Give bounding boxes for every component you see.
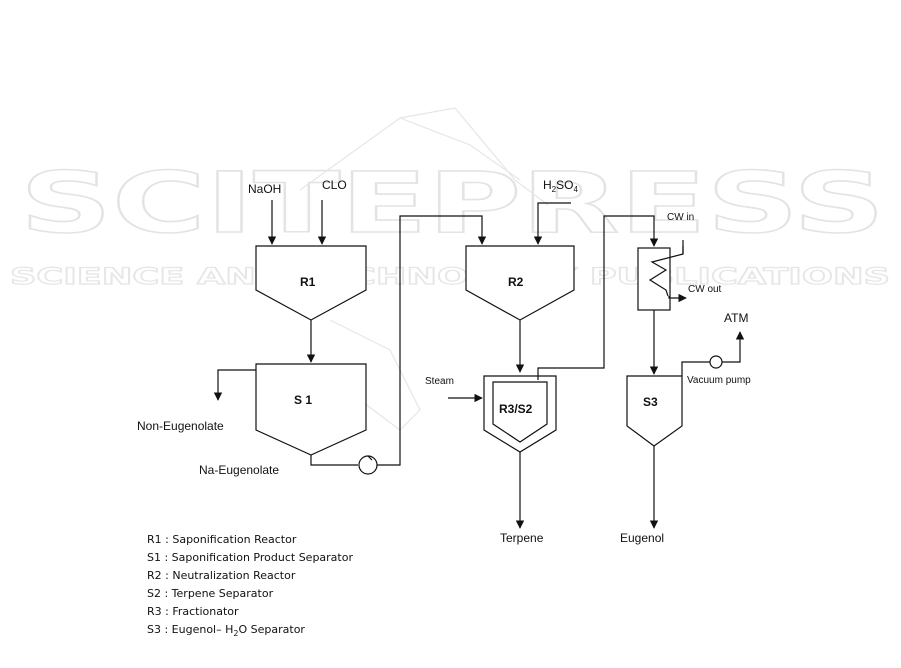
h2so4-feed-line [533,202,571,245]
vacuum-pump-label: Vacuum pump [687,375,751,386]
atm-label: ATM [724,311,748,325]
cw-out-line [668,293,687,303]
vessel-r1 [255,245,367,321]
watermark-book-spine [399,117,521,181]
cw-in-label: CW in [667,212,694,223]
vessel-r3s2 [492,381,548,443]
legend-item-r2: R2 : Neutralization Reactor [147,569,296,582]
naoh-label: NaOH [248,182,281,196]
non-eugenolate-label: Non-Eugenolate [137,419,224,433]
vessel-r3s2-label: R3/S2 [499,402,533,416]
watermark-book-outline [299,107,549,206]
vacuum-pump [709,355,723,369]
watermark: SCITEPRESS SCIENCE AND TECHNOLOGY PUBLIC… [9,107,891,431]
vacuum-to-atm-line [722,331,745,363]
legend-item-r1: R1 : Saponification Reactor [147,533,297,546]
legend-item-s3: S3 : Eugenol– H2O Separator [147,623,305,638]
transfer-pump [358,455,378,475]
cw-out-label: CW out [688,284,722,295]
vessel-s1-label: S 1 [294,393,312,407]
non-eugenolate-line [213,369,256,401]
legend-item-s1: S1 : Saponification Product Separator [147,551,353,564]
legend-item-s2: S2 : Terpene Separator [147,587,274,600]
terpene-label: Terpene [500,531,544,545]
steam-label: Steam [425,376,454,387]
vessel-r2-label: R2 [508,275,524,289]
s1-to-pump-line [310,455,358,466]
vessel-s3 [626,375,683,447]
legend-item-r3: R3 : Fractionator [147,605,239,618]
s3-to-vacuum-line [681,361,710,376]
watermark-sub-text: SCIENCE AND TECHNOLOGY PUBLICATIONS [10,265,890,290]
transfer-pump-outlet [367,455,373,461]
vessel-s1 [255,363,367,456]
watermark-flourish [329,319,421,431]
legend: R1 : Saponification Reactor S1 : Saponif… [147,533,353,638]
r3s2-to-condenser-line [537,215,659,380]
na-eugenolate-label: Na-Eugenolate [199,463,279,477]
vessel-s3-label: S3 [643,395,658,409]
eugenol-label: Eugenol [620,531,664,545]
condenser [637,247,671,311]
vessel-r1-label: R1 [300,275,316,289]
pump-to-r2-line [377,215,487,466]
clo-label: CLO [322,178,347,192]
watermark-main-text: SCITEPRESS [20,154,885,252]
h2so4-label: H2SO4 [543,178,578,194]
vessel-r2 [465,245,575,321]
